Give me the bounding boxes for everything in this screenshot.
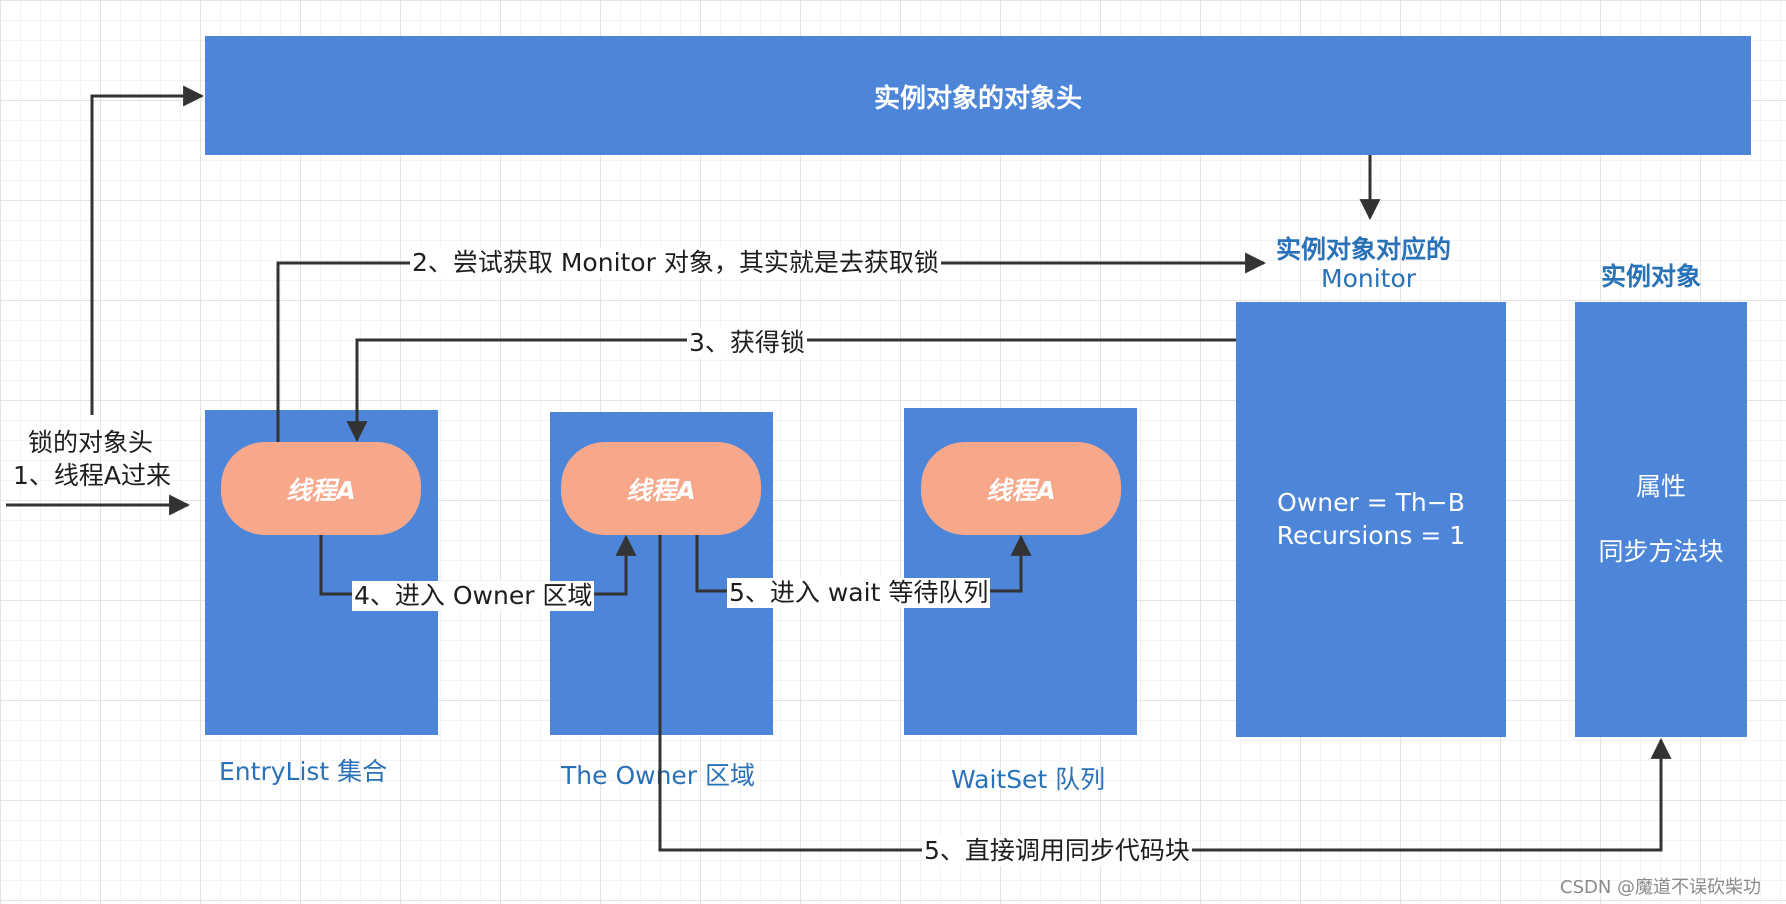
wait-set-caption: WaitSet 队列	[951, 765, 1106, 794]
instance-object-caption: 实例对象	[1601, 262, 1702, 291]
owner-area-caption: The Owner 区域	[561, 761, 756, 790]
step2-label: 2、尝试获取 Monitor 对象，其实就是去获取锁	[410, 248, 941, 278]
monitor-caption-line2: Monitor	[1321, 264, 1417, 293]
owner-area-thread-pill: 线程A	[561, 442, 761, 535]
object-header-title: 实例对象的对象头	[873, 84, 1082, 114]
step1-label-line2: 1、线程A过来	[13, 461, 172, 490]
object-header-banner	[205, 36, 1751, 155]
monitor-caption-line1: 实例对象对应的	[1276, 235, 1452, 264]
entry-list-thread-pill: 线程A	[221, 442, 421, 535]
step1-label-line1: 锁的对象头	[28, 428, 154, 457]
arrow-step3-acquire-lock	[346, 338, 1236, 443]
arrow-to-object-header	[90, 85, 205, 415]
entry-list-caption: EntryList 集合	[219, 757, 388, 786]
monitor-recursions-value: Recursions = 1	[1276, 521, 1466, 550]
instance-sync-block-label: 同步方法块	[1598, 537, 1724, 566]
step5-direct-call-label: 5、直接调用同步代码块	[922, 836, 1192, 866]
step4-label: 4、进入 Owner 区域	[352, 581, 595, 611]
monitor-owner-value: Owner = Th−B	[1277, 488, 1465, 517]
csdn-watermark: CSDN @魔道不误砍柴功	[1560, 877, 1762, 898]
instance-object-box	[1575, 302, 1747, 737]
step5-wait-label: 5、进入 wait 等待队列	[727, 578, 991, 608]
instance-attributes-label: 属性	[1635, 472, 1686, 501]
monitor-box	[1236, 302, 1506, 737]
step3-label: 3、获得锁	[687, 328, 807, 358]
wait-set-thread-pill: 线程A	[921, 442, 1121, 535]
